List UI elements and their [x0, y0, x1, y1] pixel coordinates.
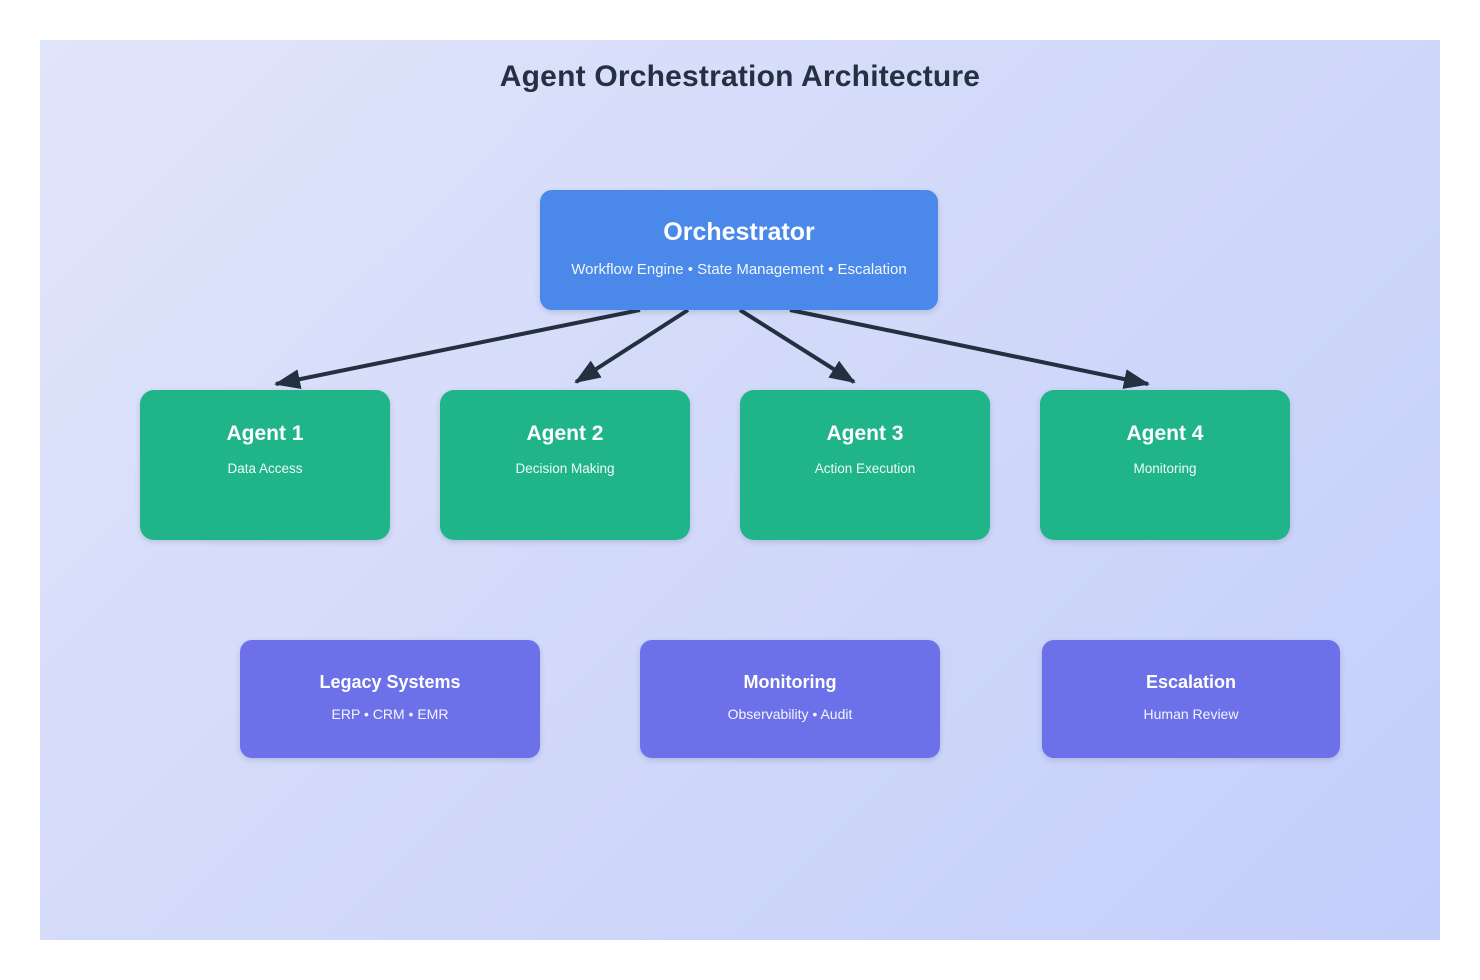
agent-3-title: Agent 3: [826, 422, 904, 445]
node-agent-2: Agent 2 Decision Making: [440, 390, 690, 540]
agent-3-subtitle: Action Execution: [814, 461, 916, 476]
node-legacy-systems: Legacy Systems ERP • CRM • EMR: [240, 640, 540, 758]
agent-1-subtitle: Data Access: [227, 461, 303, 476]
arrow-orchestrator-to-agent-1: [274, 308, 641, 390]
node-orchestrator: Orchestrator Workflow Engine • State Man…: [540, 190, 938, 310]
agent-4-subtitle: Monitoring: [1133, 461, 1197, 476]
node-agent-1: Agent 1 Data Access: [140, 390, 390, 540]
escalation-title: Escalation: [1145, 672, 1237, 692]
agent-2-subtitle: Decision Making: [515, 461, 615, 476]
diagram-canvas: Agent Orchestration Architecture Orchest…: [40, 40, 1440, 940]
monitoring-title: Monitoring: [743, 672, 837, 692]
node-monitoring: Monitoring Observability • Audit: [640, 640, 940, 758]
escalation-subtitle: Human Review: [1143, 706, 1239, 722]
agent-2-title: Agent 2: [526, 422, 604, 445]
orchestrator-title: Orchestrator: [663, 218, 815, 246]
agent-1-title: Agent 1: [226, 422, 304, 445]
arrow-orchestrator-to-agent-4: [789, 308, 1150, 389]
node-agent-3: Agent 3 Action Execution: [740, 390, 990, 540]
node-agent-4: Agent 4 Monitoring: [1040, 390, 1290, 540]
node-escalation: Escalation Human Review: [1042, 640, 1340, 758]
orchestrator-subtitle: Workflow Engine • State Management • Esc…: [571, 261, 907, 278]
arrow-orchestrator-to-agent-3: [738, 308, 856, 384]
legacy-systems-title: Legacy Systems: [319, 672, 461, 692]
arrow-orchestrator-to-agent-2: [574, 308, 690, 384]
monitoring-subtitle: Observability • Audit: [727, 706, 853, 722]
agent-4-title: Agent 4: [1126, 422, 1204, 445]
legacy-systems-subtitle: ERP • CRM • EMR: [331, 706, 449, 722]
diagram-title: Agent Orchestration Architecture: [499, 60, 981, 93]
